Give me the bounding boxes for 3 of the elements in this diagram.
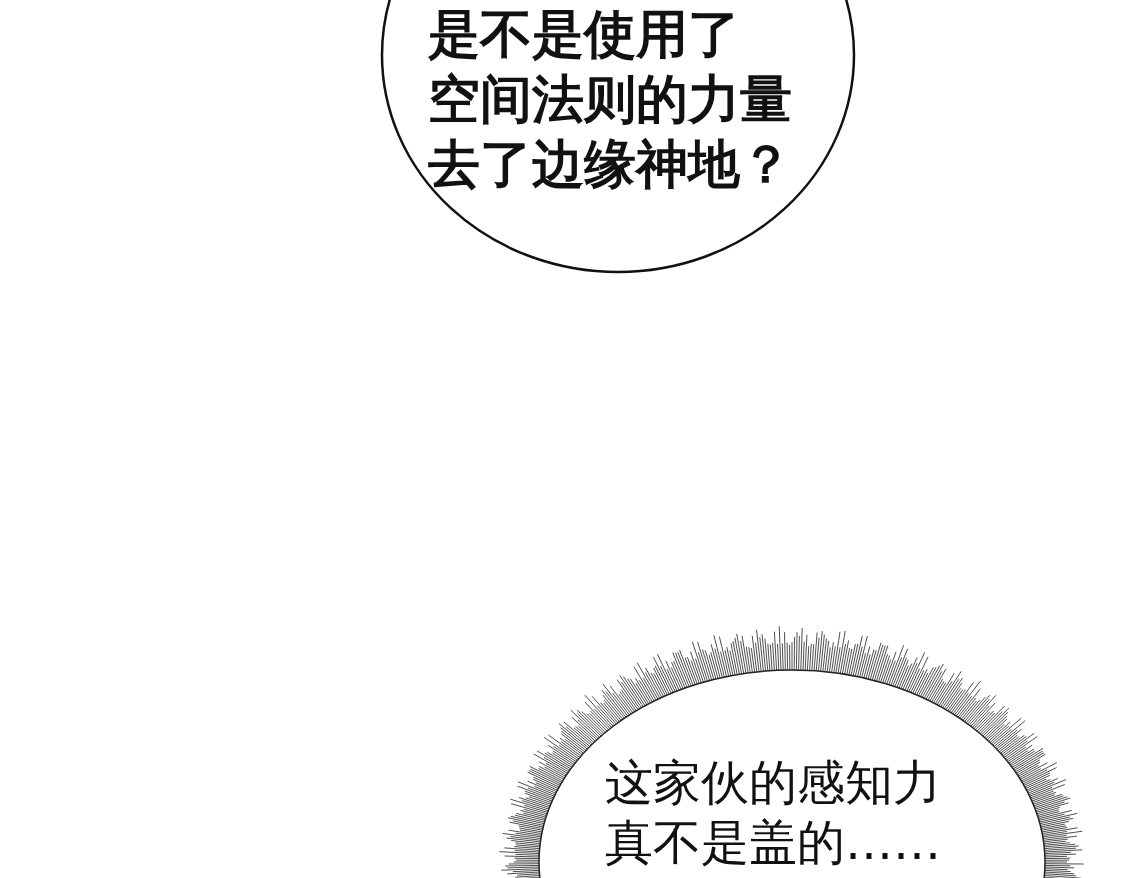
speech-text: 这家伙的感知力真不是盖的…… <box>605 753 942 872</box>
speech-text: 是不是使用了空间法则的力量去了边缘神地？ <box>428 3 793 196</box>
speech-bubble <box>380 0 856 274</box>
